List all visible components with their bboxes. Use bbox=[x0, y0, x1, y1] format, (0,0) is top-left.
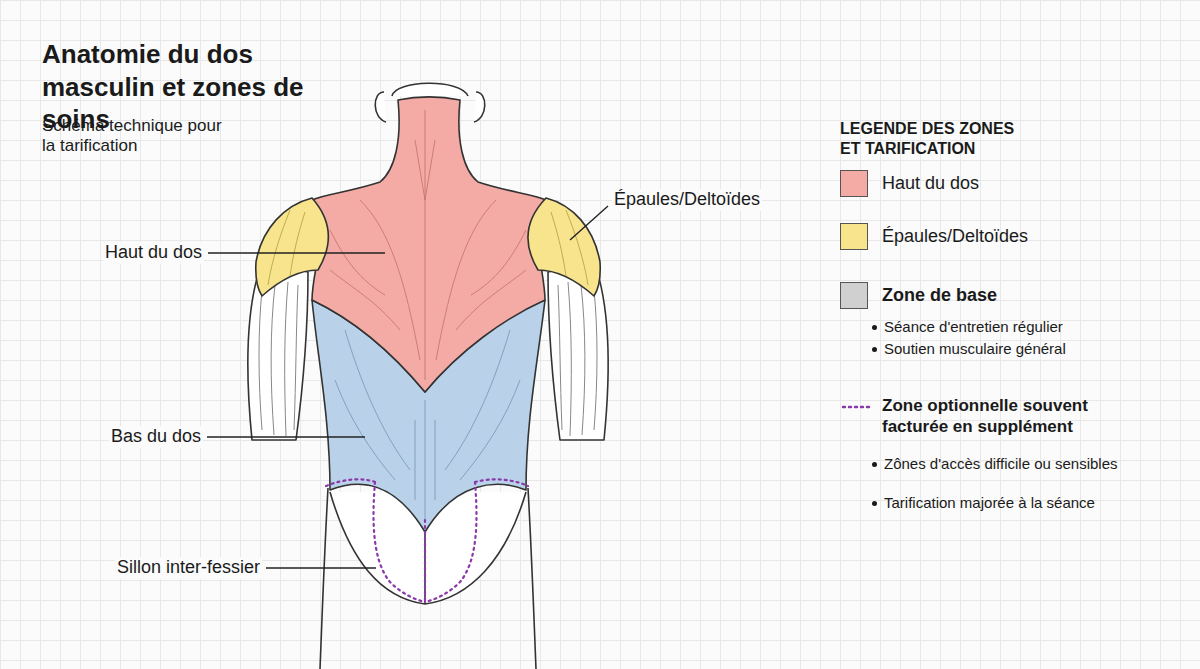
bullet-dot bbox=[872, 347, 877, 352]
bullet-dot bbox=[872, 325, 877, 330]
part-label: Sillon inter-fessier bbox=[115, 557, 262, 579]
legend-swatch bbox=[840, 170, 868, 197]
legend-text: Haut du dos bbox=[882, 173, 979, 195]
legend-note: Soutien musculaire général bbox=[884, 340, 1066, 358]
legend-heading: LEGENDE DES ZONES ET TARIFICATION bbox=[840, 119, 1030, 158]
legend-text: Zone optionnelle souvent facturée en sup… bbox=[882, 396, 1152, 437]
subtitle: Schéma technique pour la tarification bbox=[42, 116, 222, 157]
part-label: Bas du dos bbox=[109, 426, 203, 448]
legend-swatch bbox=[840, 282, 868, 309]
legend-note: Zônes d'accès difficile ou sensibles bbox=[884, 455, 1124, 473]
legend-swatch bbox=[840, 223, 868, 250]
bullet-dot bbox=[872, 501, 877, 506]
part-label: Haut du dos bbox=[103, 242, 204, 264]
legend-text: Zone de base bbox=[882, 285, 997, 307]
bullet-dot bbox=[872, 462, 877, 467]
part-label: Épaules/Deltoïdes bbox=[612, 189, 762, 211]
legend-note: Séance d'entretien régulier bbox=[884, 318, 1063, 336]
legend-note: Tarification majorée à la séance bbox=[884, 494, 1095, 512]
legend-text: Épaules/Deltoïdes bbox=[882, 226, 1028, 248]
